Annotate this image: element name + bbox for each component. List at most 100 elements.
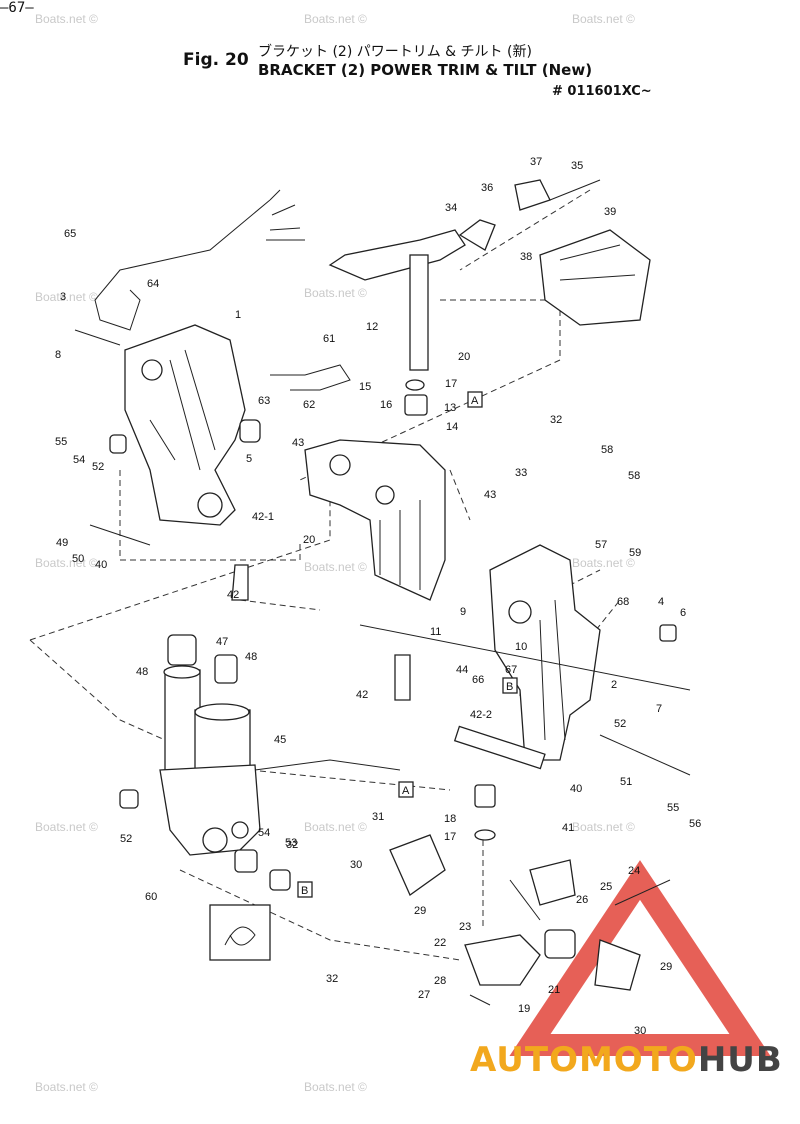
callout-label: 20 [458,351,470,363]
watermark: Boats.net © [304,1080,367,1094]
callout-label: 39 [604,206,616,218]
callout-label: 44 [456,664,468,676]
callout-label: 2 [611,679,617,691]
callout-label: 17 [444,831,456,843]
callout-label: 52 [92,461,104,473]
callout-label: 35 [571,160,583,172]
detail-inset-box [209,904,271,961]
watermark: Boats.net © [35,820,98,834]
watermark: Boats.net © [304,12,367,26]
svg-text:B: B [301,885,308,897]
watermark: Boats.net © [572,820,635,834]
logo-triangle-icon [509,860,771,1056]
callout-label: 38 [520,251,532,263]
callout-label: 61 [323,333,335,345]
callout-label: 51 [620,776,632,788]
callout-label: 54 [258,827,270,839]
callout-label: 67 [505,664,517,676]
reference-box-b: B [502,677,518,694]
callout-label: 6 [680,607,686,619]
callout-label: 30 [634,1025,646,1037]
callout-label: 41 [562,822,574,834]
watermark: Boats.net © [35,556,98,570]
callout-label: 14 [446,421,458,433]
logo-text-part-b: HUB [697,1040,783,1080]
callout-label: 31 [372,811,384,823]
callout-label: 5 [246,453,252,465]
callout-label: 24 [628,865,640,877]
callout-label: 68 [617,596,629,608]
watermark: Boats.net © [35,1080,98,1094]
part-callouts: 1 2 3 4 5 6 7 8 9 10 11 12 13 14 15 16 1… [55,156,701,1037]
callout-label: 48 [136,666,148,678]
watermark: Boats.net © [572,12,635,26]
left-bracket-part [124,324,246,526]
callout-label: 36 [481,182,493,194]
callout-label: 55 [55,436,67,448]
callout-label: 27 [418,989,430,1001]
callout-label: 55 [667,802,679,814]
callout-label: 9 [460,606,466,618]
callout-label: 15 [359,381,371,393]
callout-label: 64 [147,278,159,290]
title-japanese: ブラケット (2) パワートリム & チルト (新) [258,44,532,60]
swivel-bracket-part [304,439,446,601]
callout-label: 57 [595,539,607,551]
watermark: Boats.net © [304,286,367,300]
callout-label: 17 [445,378,457,390]
callout-label: 29 [414,905,426,917]
wiring-harness [94,189,351,391]
callout-label: 45 [274,734,286,746]
through-bolts [74,329,691,776]
watermark: Boats.net © [572,556,635,570]
callout-label: 12 [366,321,378,333]
callout-label: 53 [285,837,297,849]
callout-label: 20 [303,534,315,546]
callout-label: 30 [350,859,362,871]
callout-label: 29 [660,961,672,973]
reference-box-a: A [398,781,414,798]
watermark: Boats.net © [35,290,98,304]
callout-label: 42 [356,689,368,701]
page-number: —67— [0,0,34,16]
watermark: Boats.net © [304,820,367,834]
callout-label: 40 [570,783,582,795]
callout-label: 1 [235,309,241,321]
callout-label: 18 [444,813,456,825]
tilt-bracket-upper-part [328,179,651,371]
callout-label: 42-2 [470,709,492,721]
callout-label: 4 [658,596,664,608]
callout-label: 13 [444,402,456,414]
callout-label: 63 [258,395,270,407]
callout-label: 54 [73,454,85,466]
callout-label: 21 [548,984,560,996]
figure-label: Fig. 20 [183,50,249,70]
callout-label: 66 [472,674,484,686]
serial-range: # 011601XC~ [552,84,652,99]
callout-label: 42-1 [252,511,274,523]
callout-label: 52 [120,833,132,845]
callout-label: 37 [530,156,542,168]
callout-label: 33 [515,467,527,479]
callout-label: 49 [56,537,68,549]
callout-label: 3 [60,291,66,303]
callout-label: 48 [245,651,257,663]
callout-label: 60 [145,891,157,903]
callout-label: 43 [292,437,304,449]
callout-label: 26 [576,894,588,906]
callout-label: 65 [64,228,76,240]
callout-label: 56 [689,818,701,830]
callout-label: 32 [550,414,562,426]
callout-label: 22 [434,937,446,949]
logo-text-part-a: AUTOMOTO [470,1040,698,1080]
callout-label: 58 [628,470,640,482]
callout-label: 47 [216,636,228,648]
callout-label: 43 [484,489,496,501]
callout-label: 7 [656,703,662,715]
watermark: Boats.net © [35,12,98,26]
callout-label: 42 [227,589,239,601]
callout-label: 62 [303,399,315,411]
callout-label: 32 [286,839,298,851]
